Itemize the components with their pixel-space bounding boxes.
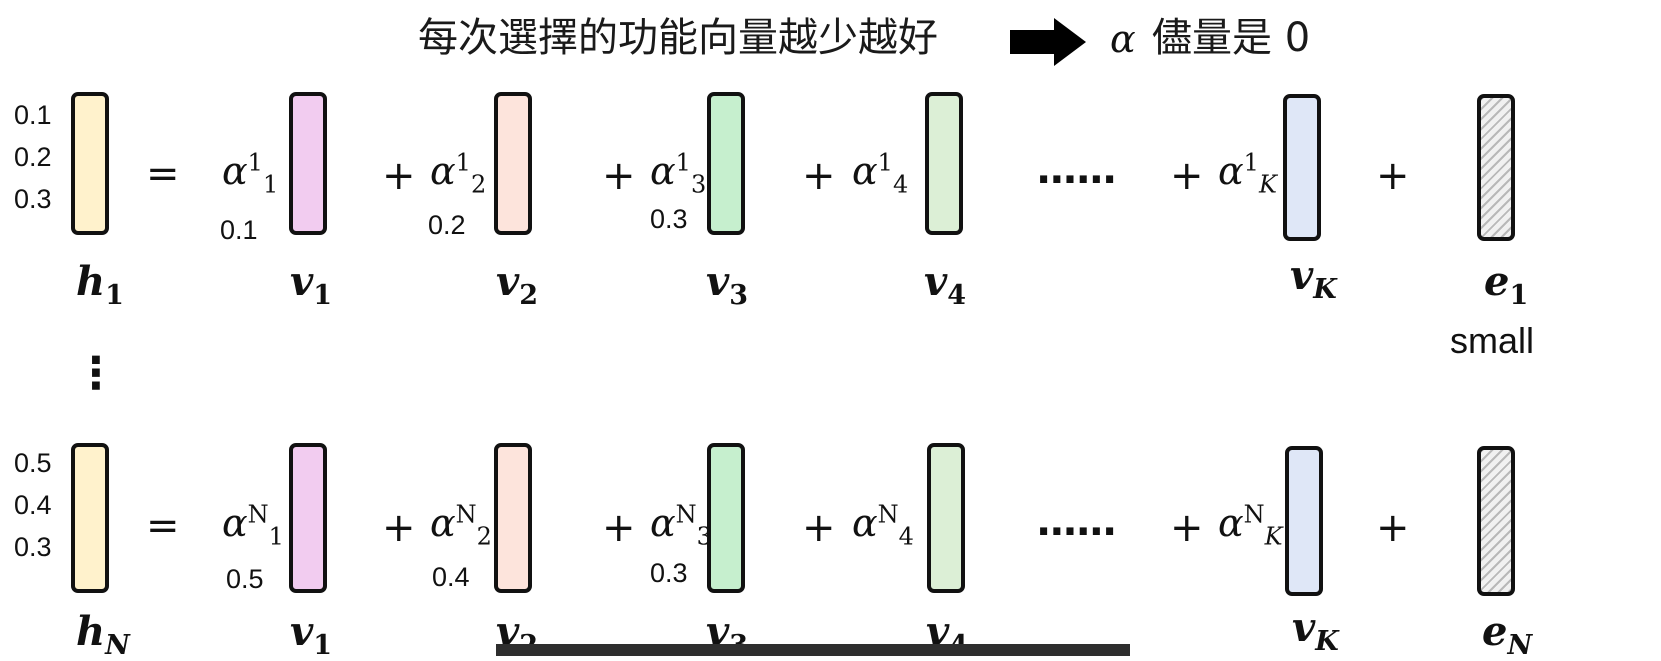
v2-vector xyxy=(494,92,532,235)
hN-value-3: 0.3 xyxy=(14,532,52,562)
coef-1-1: 0.1 xyxy=(220,215,258,245)
h1-value-1: 0.1 xyxy=(14,100,52,130)
plus-sign: + xyxy=(1376,153,1410,199)
ellipsis: ...... xyxy=(1036,499,1117,545)
v1-label: v1 xyxy=(290,608,333,661)
vertical-ellipsis: ⋮ xyxy=(74,348,118,399)
eN-label: eN xyxy=(1482,608,1533,661)
coef-N-2: 0.4 xyxy=(432,562,470,592)
v2-vector xyxy=(494,443,532,593)
v4-label: v4 xyxy=(924,258,967,311)
coef-1-3: 0.3 xyxy=(650,204,688,234)
v3-vector xyxy=(707,443,745,593)
alpha-N-4: αN4 xyxy=(852,500,914,551)
coef-N-1: 0.5 xyxy=(226,564,264,594)
alpha-1-4: α14 xyxy=(852,148,909,199)
h1-value-3: 0.3 xyxy=(14,184,52,214)
alpha-N-K: αNK xyxy=(1218,500,1283,551)
alpha-N-1: αN1 xyxy=(222,500,284,551)
plus-sign: + xyxy=(1170,505,1204,551)
hN-label: hN xyxy=(76,608,130,661)
hN-value-1: 0.5 xyxy=(14,448,52,478)
plus-sign: + xyxy=(602,505,636,551)
v3-label: v3 xyxy=(706,258,749,311)
h1-vector xyxy=(71,92,109,235)
eN-vector xyxy=(1477,446,1515,596)
v1-vector xyxy=(289,92,327,235)
alpha-1-K: α1K xyxy=(1218,148,1277,199)
plus-sign: + xyxy=(1170,153,1204,199)
vK-vector xyxy=(1285,446,1323,596)
v3-vector xyxy=(707,92,745,235)
h1-label: h1 xyxy=(76,258,124,311)
vK-vector xyxy=(1283,94,1321,241)
alpha-1-1: α11 xyxy=(222,148,279,199)
v1-label: v1 xyxy=(290,258,333,311)
hN-vector xyxy=(71,443,109,593)
title-result-text: 儘量是 0 xyxy=(1152,15,1311,61)
plus-sign: + xyxy=(382,505,416,551)
title-text: 每次選擇的功能向量越少越好 xyxy=(418,15,938,61)
alpha-N-3: αN3 xyxy=(650,500,712,551)
plus-sign: + xyxy=(1376,505,1410,551)
v2-label: v2 xyxy=(496,258,539,311)
plus-sign: + xyxy=(382,153,416,199)
alpha-1-2: α12 xyxy=(430,148,487,199)
plus-sign: + xyxy=(602,153,636,199)
subtitle-bar xyxy=(496,644,1130,656)
plus-sign: + xyxy=(802,153,836,199)
e1-label: e1 xyxy=(1484,258,1529,311)
vK-label: vK xyxy=(1292,604,1339,657)
vK-label: vK xyxy=(1290,252,1337,305)
e1-note: small xyxy=(1450,320,1535,361)
e1-vector xyxy=(1477,94,1515,241)
alpha-N-2: αN2 xyxy=(430,500,492,551)
alpha-1-3: α13 xyxy=(650,148,707,199)
h1-value-2: 0.2 xyxy=(14,142,52,172)
v4-vector xyxy=(927,443,965,593)
coef-1-2: 0.2 xyxy=(428,210,466,240)
coef-N-3: 0.3 xyxy=(650,558,688,588)
hN-value-2: 0.4 xyxy=(14,490,52,520)
ellipsis: ...... xyxy=(1036,147,1117,193)
title-alpha-symbol: α xyxy=(1110,17,1136,61)
equals-sign: = xyxy=(146,151,180,197)
v4-vector xyxy=(925,92,963,235)
right-arrow-icon xyxy=(1010,18,1086,66)
v1-vector xyxy=(289,443,327,593)
equals-sign: = xyxy=(146,503,180,549)
plus-sign: + xyxy=(802,505,836,551)
